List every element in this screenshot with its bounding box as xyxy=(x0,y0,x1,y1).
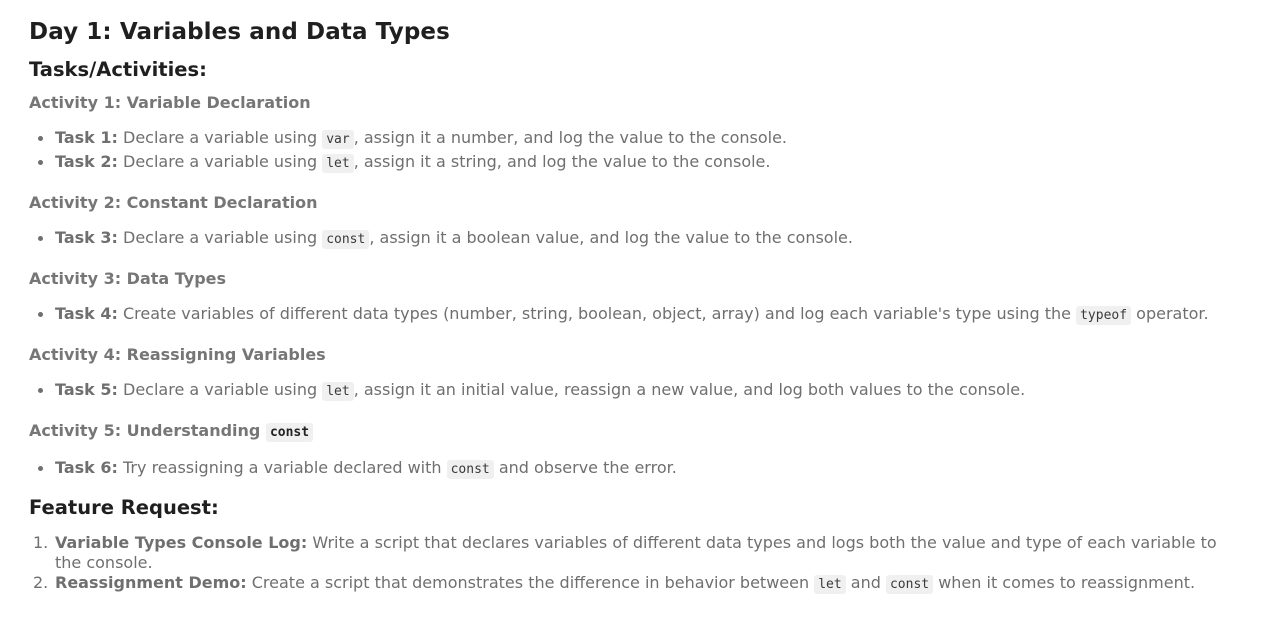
page-title: Day 1: Variables and Data Types xyxy=(29,19,450,45)
task-text: , assign it an initial value, reassign a… xyxy=(353,380,1026,399)
task-label: Task 1: xyxy=(55,128,118,147)
inline-code: const xyxy=(446,460,494,479)
activity-heading: Activity 2: Constant Declaration xyxy=(29,193,318,212)
feature-heading: Feature Request: xyxy=(29,496,219,519)
list-item: 1. Variable Types Console Log: Write a sc… xyxy=(29,533,1229,573)
task-label: Task 5: xyxy=(55,380,118,399)
feature-text: Create a script that demonstrates the di… xyxy=(246,573,815,592)
feature-label: Variable Types Console Log: xyxy=(55,533,308,552)
tasks-heading: Tasks/Activities: xyxy=(29,58,207,81)
task-text: Create variables of different data types… xyxy=(117,304,1077,323)
task-label: Task 4: xyxy=(55,304,118,323)
list-item: 2. Reassignment Demo: Create a script tha… xyxy=(29,573,1229,595)
task-list: Task 6: Try reassigning a variable decla… xyxy=(29,457,1284,481)
feature-text: Write a script that declares variables o… xyxy=(55,533,1217,572)
inline-code: typeof xyxy=(1076,306,1132,325)
task-text: Try reassigning a variable declared with xyxy=(117,458,447,477)
task-label: Task 2: xyxy=(55,152,118,171)
list-item: Task 6: Try reassigning a variable decla… xyxy=(29,457,1284,481)
list-item: Task 3: Declare a variable using const, … xyxy=(29,227,1284,251)
task-text: and observe the error. xyxy=(493,458,677,477)
activity-heading: Activity 5: Understanding const xyxy=(29,421,1284,443)
list-item: Task 1: Declare a variable using var, as… xyxy=(29,127,1284,151)
list-item: Task 4: Create variables of different da… xyxy=(29,303,1284,327)
inline-code: var xyxy=(322,130,354,149)
task-text: , assign it a string, and log the value … xyxy=(353,152,771,171)
task-list: Task 1: Declare a variable using var, as… xyxy=(29,127,1284,175)
task-list: Task 4: Create variables of different da… xyxy=(29,303,1284,327)
task-text: Declare a variable using xyxy=(117,128,323,147)
list-number: 2. xyxy=(33,573,49,592)
task-text: Declare a variable using xyxy=(117,152,323,171)
task-text: Declare a variable using xyxy=(117,228,323,247)
feature-label: Reassignment Demo: xyxy=(55,573,247,592)
task-list: Task 3: Declare a variable using const, … xyxy=(29,227,1284,251)
inline-code: let xyxy=(322,382,354,401)
inline-code: let xyxy=(814,575,846,594)
activity-heading-text: Activity 5: Understanding xyxy=(29,421,266,440)
inline-code: const xyxy=(322,230,370,249)
list-number: 1. xyxy=(33,533,49,552)
task-label: Task 6: xyxy=(55,458,118,477)
task-label: Task 3: xyxy=(55,228,118,247)
activity-heading: Activity 1: Variable Declaration xyxy=(29,93,311,112)
inline-code: const xyxy=(265,423,314,442)
list-item: Task 2: Declare a variable using let, as… xyxy=(29,151,1284,175)
task-text: Declare a variable using xyxy=(117,380,323,399)
activity-heading: Activity 3: Data Types xyxy=(29,269,227,288)
feature-text: when it comes to reassignment. xyxy=(933,573,1196,592)
feature-text: and xyxy=(845,573,886,592)
task-text: operator. xyxy=(1131,304,1209,323)
inline-code: let xyxy=(322,154,354,173)
document: Day 1: Variables and Data Types Tasks/Ac… xyxy=(29,19,1284,595)
task-text: , assign it a boolean value, and log the… xyxy=(369,228,853,247)
list-item: Task 5: Declare a variable using let, as… xyxy=(29,379,1284,403)
inline-code: const xyxy=(885,575,934,594)
task-text: , assign it a number, and log the value … xyxy=(353,128,787,147)
activity-heading: Activity 4: Reassigning Variables xyxy=(29,345,326,364)
task-list: Task 5: Declare a variable using let, as… xyxy=(29,379,1284,403)
feature-list: 1. Variable Types Console Log: Write a sc… xyxy=(29,533,1229,595)
